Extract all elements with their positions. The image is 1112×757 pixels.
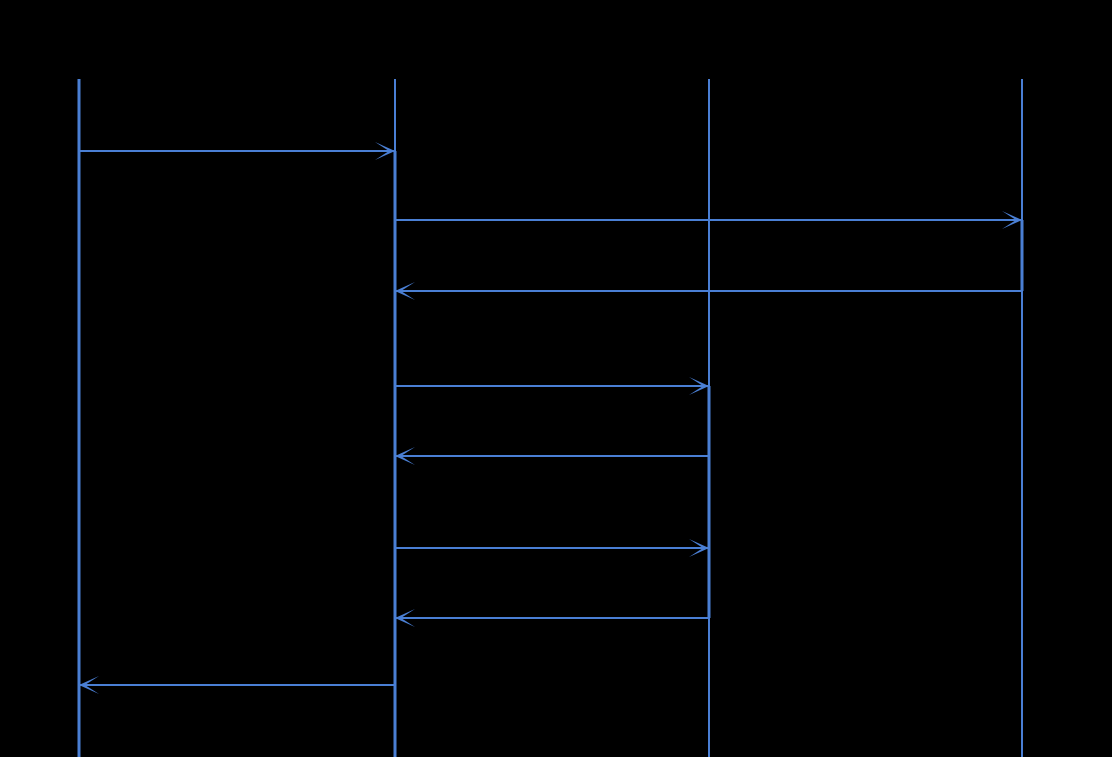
message-3[interactable]: [395, 282, 1022, 300]
message-arrowhead-7: [395, 609, 415, 627]
message-8[interactable]: [79, 676, 395, 694]
message-1[interactable]: [79, 142, 395, 160]
activation-bars-group: [77, 79, 1024, 757]
message-4[interactable]: [395, 377, 709, 395]
message-7[interactable]: [395, 609, 709, 627]
message-arrowhead-3: [395, 282, 415, 300]
message-arrowhead-5: [395, 447, 415, 465]
message-arrowhead-6: [689, 539, 709, 557]
message-arrowhead-2: [1002, 211, 1022, 229]
message-arrowhead-1: [375, 142, 395, 160]
messages-group: [79, 142, 1022, 694]
message-arrowhead-4: [689, 377, 709, 395]
message-arrowhead-8: [79, 676, 99, 694]
message-6[interactable]: [395, 539, 709, 557]
message-2[interactable]: [395, 211, 1022, 229]
message-5[interactable]: [395, 447, 709, 465]
